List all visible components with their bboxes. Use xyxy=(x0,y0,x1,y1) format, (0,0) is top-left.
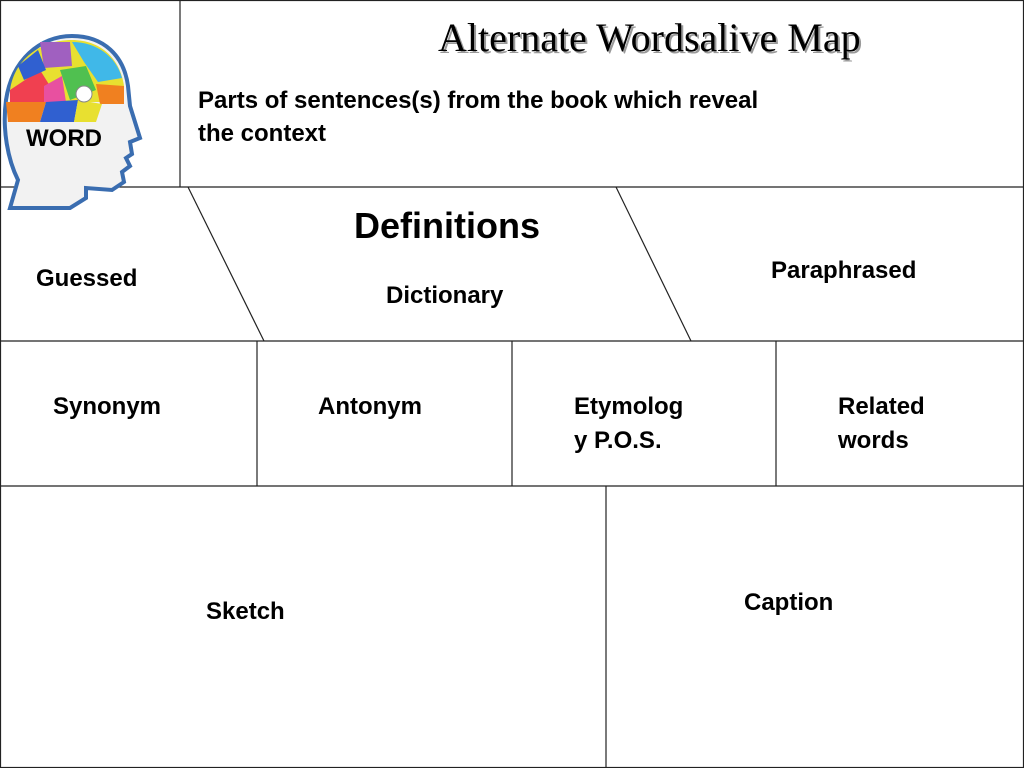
related-words-label-line2: words xyxy=(838,427,909,454)
logo-word-label: WORD xyxy=(26,125,102,152)
etymology-label-line2: y P.O.S. xyxy=(574,427,662,454)
definitions-heading: Definitions xyxy=(354,205,540,246)
context-prompt: Parts of sentences(s) from the book whic… xyxy=(198,87,759,147)
paraphrased-label: Paraphrased xyxy=(771,257,917,284)
guessed-label: Guessed xyxy=(36,265,138,292)
related-words-label-line1: Related xyxy=(838,393,925,420)
etymology-label-line1: Etymolog xyxy=(574,393,684,420)
synonym-label: Synonym xyxy=(53,393,162,420)
caption-label: Caption xyxy=(744,589,834,616)
antonym-label: Antonym xyxy=(318,393,422,420)
head-brain-logo: WORD xyxy=(0,30,146,216)
page-title: Alternate Wordsalive Map xyxy=(438,15,861,60)
brain-head-icon xyxy=(2,33,143,210)
dictionary-label: Dictionary xyxy=(386,282,504,309)
sketch-label: Sketch xyxy=(206,598,285,625)
